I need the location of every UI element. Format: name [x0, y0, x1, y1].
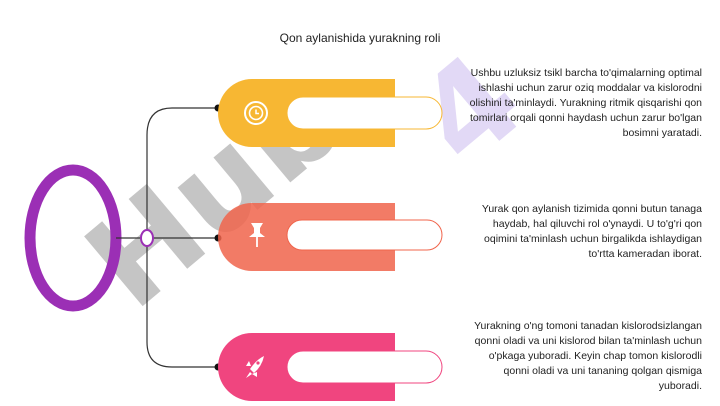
branch-bottom: [146, 245, 218, 368]
diagram-title: Qon aylanishida yurakning roli: [279, 31, 441, 45]
card-2-description: Yurak qon aylanish tizimida qonni butun …: [481, 203, 702, 260]
clock-icon: [244, 101, 268, 125]
card-1-description: Ushbu uzluksiz tsikl barcha to'qimalarni…: [469, 67, 702, 139]
pushpin-icon: [249, 223, 265, 247]
card-1: [218, 79, 443, 147]
hub-ring: [24, 164, 122, 312]
card-2: [218, 203, 443, 271]
rocket-icon: [246, 356, 264, 378]
branch-top: [146, 107, 218, 231]
junction-node: [140, 229, 154, 247]
card-3-description: Yurakning o'ng tomoni tanadan kislorodsi…: [474, 320, 702, 392]
card-3: [218, 333, 443, 401]
